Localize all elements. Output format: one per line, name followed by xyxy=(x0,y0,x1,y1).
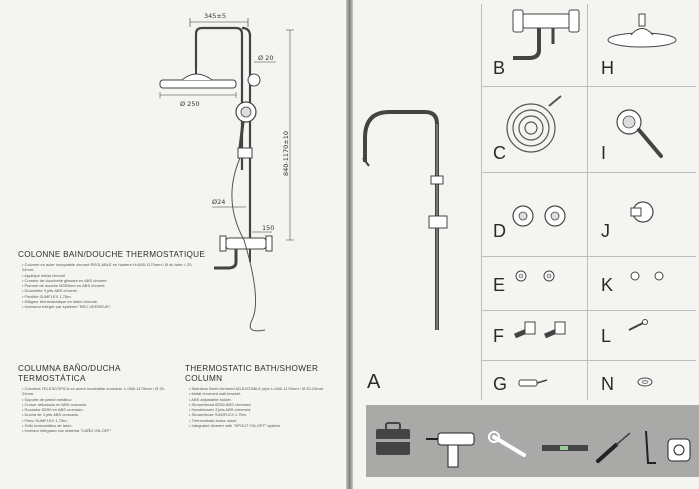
english-title-line1: THERMOSTATIC BATH/SHOWER xyxy=(185,364,319,373)
spanish-list: Columna TELESCÓPICA en acero inoxidable … xyxy=(22,386,172,434)
part-label: C xyxy=(493,143,506,163)
list-item: ABS adjustable holder. xyxy=(189,397,339,402)
book-spine xyxy=(346,0,353,489)
tools-illustration xyxy=(376,422,691,468)
list-item: Mitigeur thermostatique en laiton chromé… xyxy=(22,299,197,304)
part-label: L xyxy=(601,326,612,346)
grid-divider xyxy=(481,172,696,173)
list-item: Ducha de 3 jets ABS cromado. xyxy=(22,412,172,417)
dim-width-top: 345±5 xyxy=(204,12,226,20)
part-label: H xyxy=(601,58,614,78)
part-label: B xyxy=(493,58,506,78)
spanish-title-line1: COLUMNA BAÑO/DUCHA xyxy=(18,364,121,373)
list-item: Showerhose SUMFLEX 1.75m. xyxy=(189,412,339,417)
list-item: Flexible SUMFLEX 1,75m. xyxy=(22,294,197,299)
level-icon xyxy=(542,445,588,451)
right-page: A B H C I D J E K F L G N xyxy=(353,0,699,489)
dim-mixer-diameter: Ø24 xyxy=(212,198,225,206)
screwdriver-icon xyxy=(596,432,631,463)
part-label: E xyxy=(493,275,506,295)
list-item: Columna TELESCÓPICA en acero inoxidable … xyxy=(22,386,172,397)
tape-measure-icon xyxy=(667,438,691,462)
grid-divider xyxy=(481,360,696,361)
list-item: Curseur de douchette glissant en ABS chr… xyxy=(22,278,197,283)
list-item: Soporte de pared metálico xyxy=(22,397,172,402)
list-item: Pomme de douche Ø250mm en ABS chromé. xyxy=(22,283,197,288)
dim-head-diameter: Ø 250 xyxy=(180,100,200,108)
dim-wall-distance: 150 xyxy=(262,224,274,232)
technical-drawing: 345±5 Ø 250 Ø 20 840-1170±10 Ø24 xyxy=(159,12,294,332)
list-item: Douchette 3 jets ABS chromé. xyxy=(22,288,197,293)
drill-icon xyxy=(426,432,475,468)
list-item: Inversor integrado con sistema "CAÑO ON-… xyxy=(22,428,172,433)
part-label-main: A xyxy=(367,371,381,393)
part-label: J xyxy=(601,221,610,241)
dim-pipe-diameter: Ø 20 xyxy=(258,54,273,62)
list-item: Metal chromed wall bracket. xyxy=(189,391,339,396)
list-item: Stainless Steel chromed ADJUSTABLE pipe … xyxy=(189,386,339,391)
list-item: Grifo termostático de latón. xyxy=(22,423,172,428)
grid-divider xyxy=(481,86,696,87)
part-label: I xyxy=(601,143,607,163)
french-list: Colonne en acier inoxydable chromé REGLA… xyxy=(22,262,197,310)
dim-height-range: 840-1170±10 xyxy=(282,131,290,176)
list-item: Handshower 3 jets ABS chromed. xyxy=(189,407,339,412)
part-label: F xyxy=(493,326,504,346)
grid-divider xyxy=(481,4,482,400)
list-item: Flexo SUMFLEX 1,75m. xyxy=(22,418,172,423)
list-item: Inverseur intégré par système "BEC-VERSE… xyxy=(22,304,197,309)
toolbox-icon xyxy=(376,422,410,455)
english-title-line2: COLUMN xyxy=(185,374,223,383)
tools-strip xyxy=(366,405,699,477)
parts-illustrations xyxy=(362,9,677,387)
hex-key-icon xyxy=(645,430,656,464)
list-item: Cursor articulado en ABS cromado. xyxy=(22,402,172,407)
list-item: Showerhead Ø250 ABS chromed. xyxy=(189,402,339,407)
list-item: Integrated diverter with "SPOUT ON-OFF" … xyxy=(189,423,339,428)
list-item: Applique métal chromé xyxy=(22,273,197,278)
list-item: Thermostatic brass mixer. xyxy=(189,418,339,423)
wrench-icon xyxy=(488,431,526,457)
spanish-title-line2: TERMOSTÁTICA xyxy=(18,374,86,383)
grid-divider xyxy=(587,4,588,400)
part-label: N xyxy=(601,374,614,394)
left-page: 345±5 Ø 250 Ø 20 840-1170±10 Ø24 xyxy=(0,0,346,489)
list-item: Colonne en acier inoxydable chromé REGLA… xyxy=(22,262,197,273)
english-list: Stainless Steel chromed ADJUSTABLE pipe … xyxy=(189,386,339,428)
part-label: G xyxy=(493,374,508,394)
grid-divider xyxy=(481,256,696,257)
french-title: COLONNE BAIN/DOUCHE THERMOSTATIQUE xyxy=(18,250,206,259)
grid-divider xyxy=(481,310,696,311)
part-label: D xyxy=(493,221,506,241)
part-label: K xyxy=(601,275,614,295)
list-item: Rociador Ø250 en ABS cromado. xyxy=(22,407,172,412)
